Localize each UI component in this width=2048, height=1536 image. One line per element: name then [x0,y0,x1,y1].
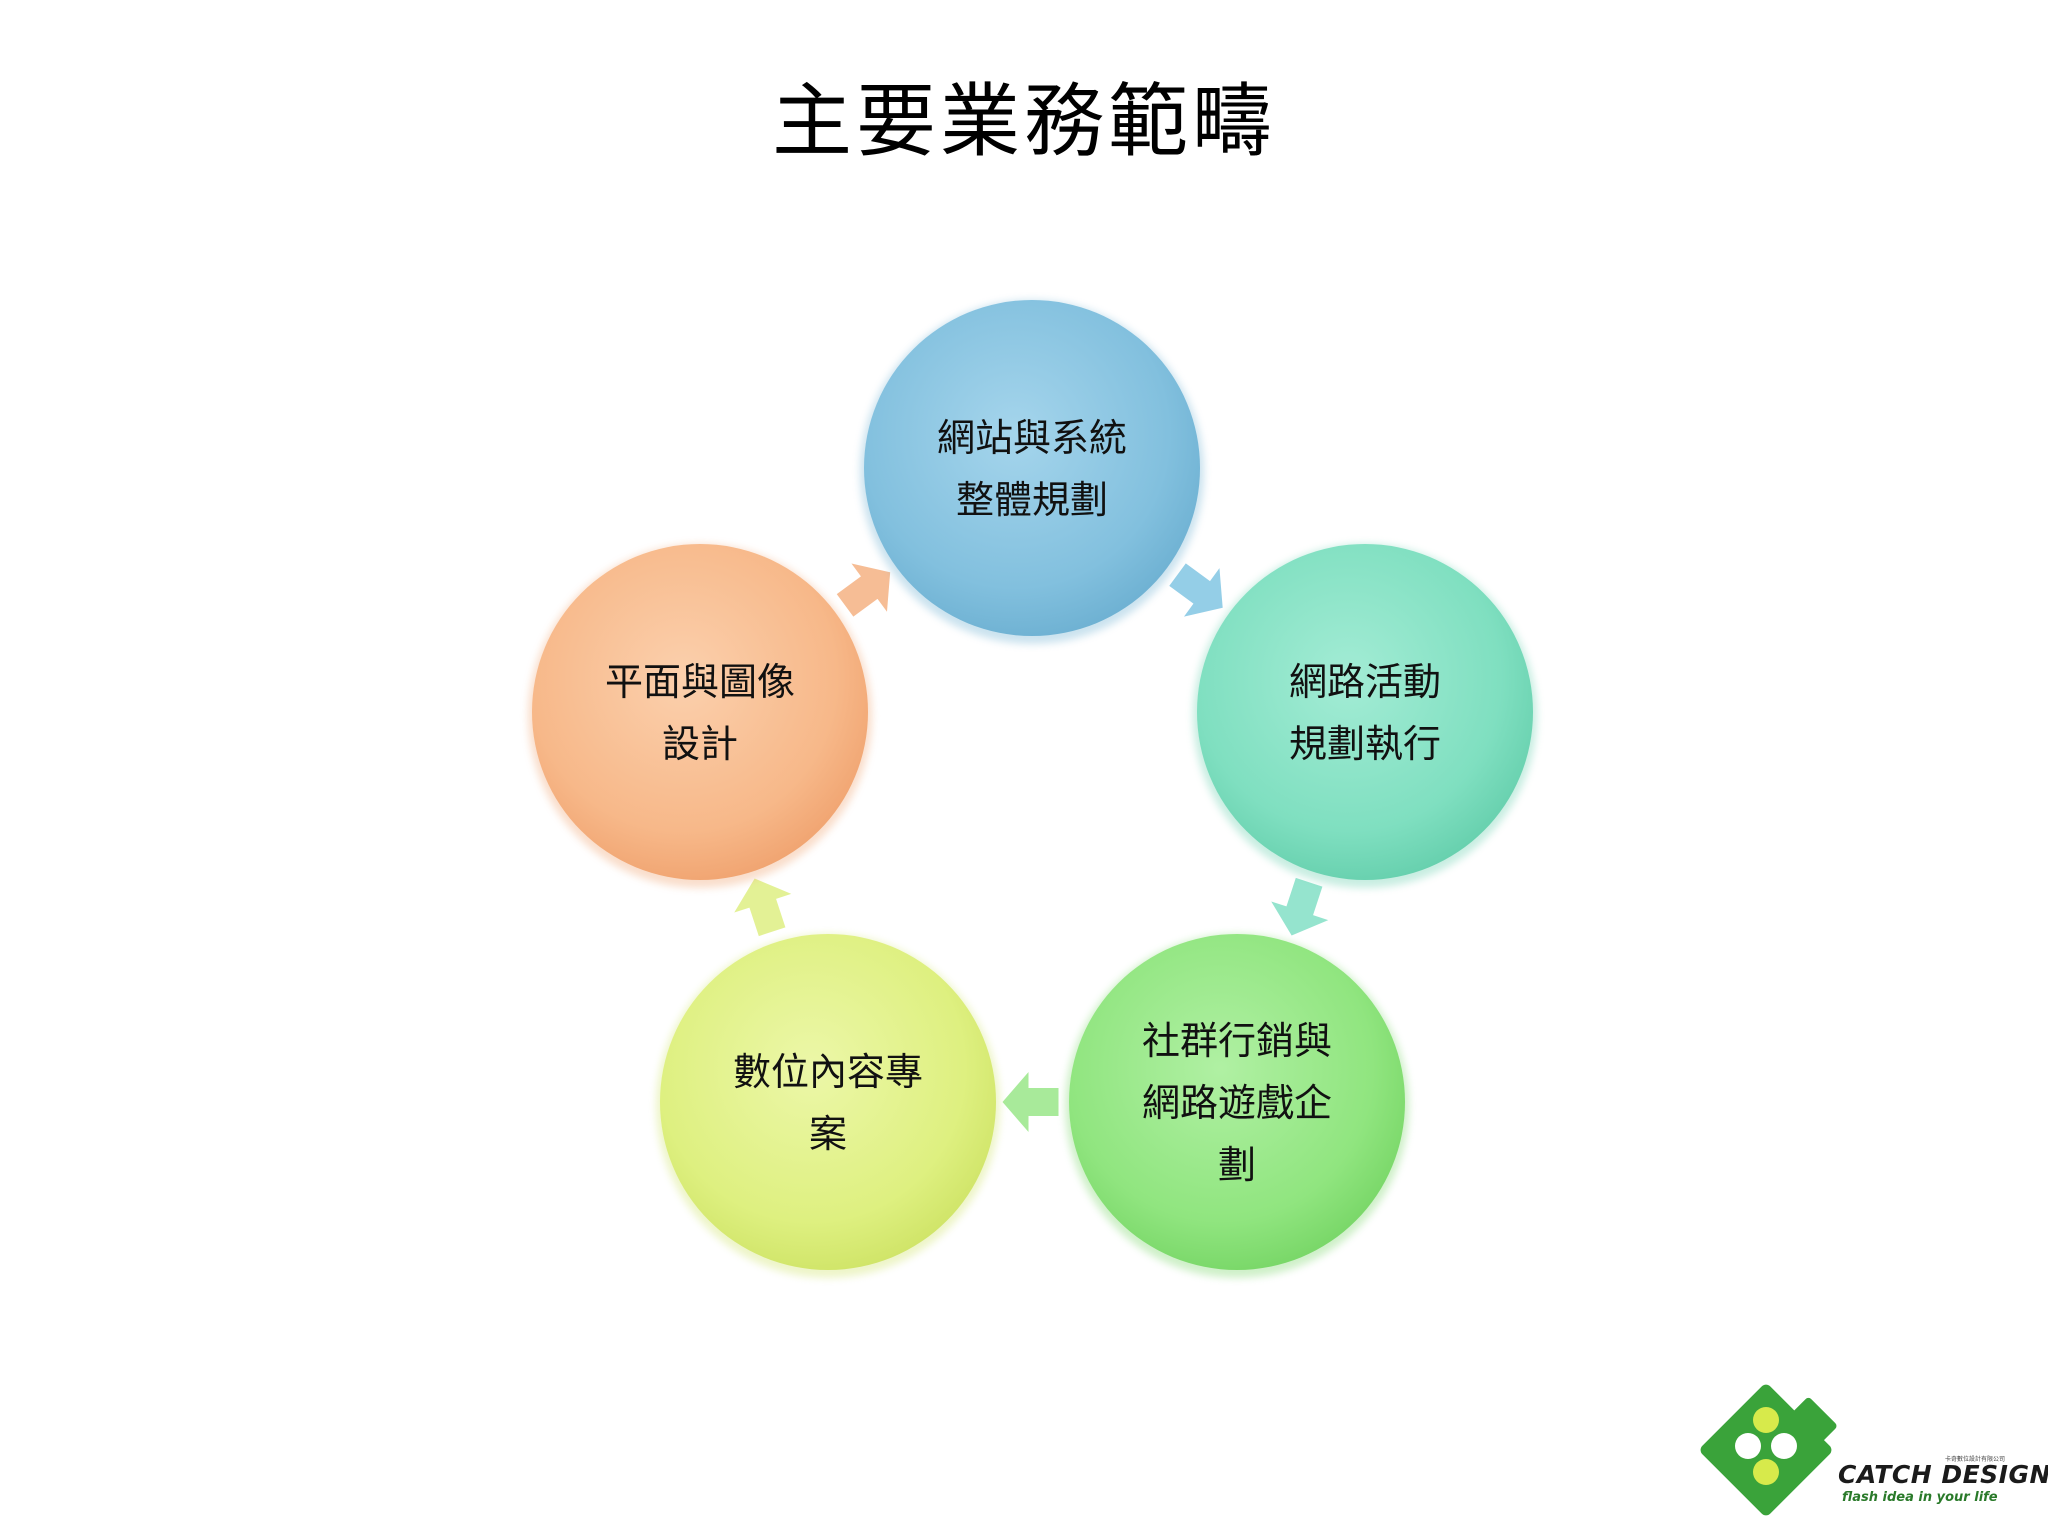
node-label-line: 整體規劃 [956,478,1108,522]
node-label-line: 劃 [1218,1143,1256,1187]
node-circle [864,300,1200,636]
node-circle [660,934,996,1270]
cycle-arrow-2 [1271,877,1329,936]
cycle-arrow-1 [1169,563,1223,617]
node-label-line: 網站與系統 [937,416,1127,460]
slide-title: 主要業務範疇 [772,75,1276,168]
node-circle [532,544,868,880]
node-circle [1197,544,1533,880]
logo-company-text: 卡奇數位設計有限公司 [1944,1456,2005,1463]
logo-name: CATCH DESIGN [1838,1460,2048,1489]
node-label-line: 網路遊戲企 [1142,1081,1332,1125]
cycle-arrow-4 [734,878,792,937]
cycle-arrow-3 [1002,1072,1059,1132]
node-label-line: 網路活動 [1289,660,1441,704]
node-label-line: 規劃執行 [1289,722,1441,766]
node-label-line: 案 [809,1112,847,1156]
catch-design-logo [1700,1384,1837,1516]
node-label-line: 社群行銷與 [1142,1019,1332,1063]
node-label-line: 數位內容專 [733,1050,923,1094]
logo-tagline: flash idea in your life [1842,1490,1998,1505]
node-circle [1069,934,1405,1270]
node-label-line: 平面與圖像 [605,660,795,704]
node-label-line: 設計 [662,722,738,766]
logo-dots [1735,1407,1797,1485]
cycle-arrow-5 [836,563,891,617]
